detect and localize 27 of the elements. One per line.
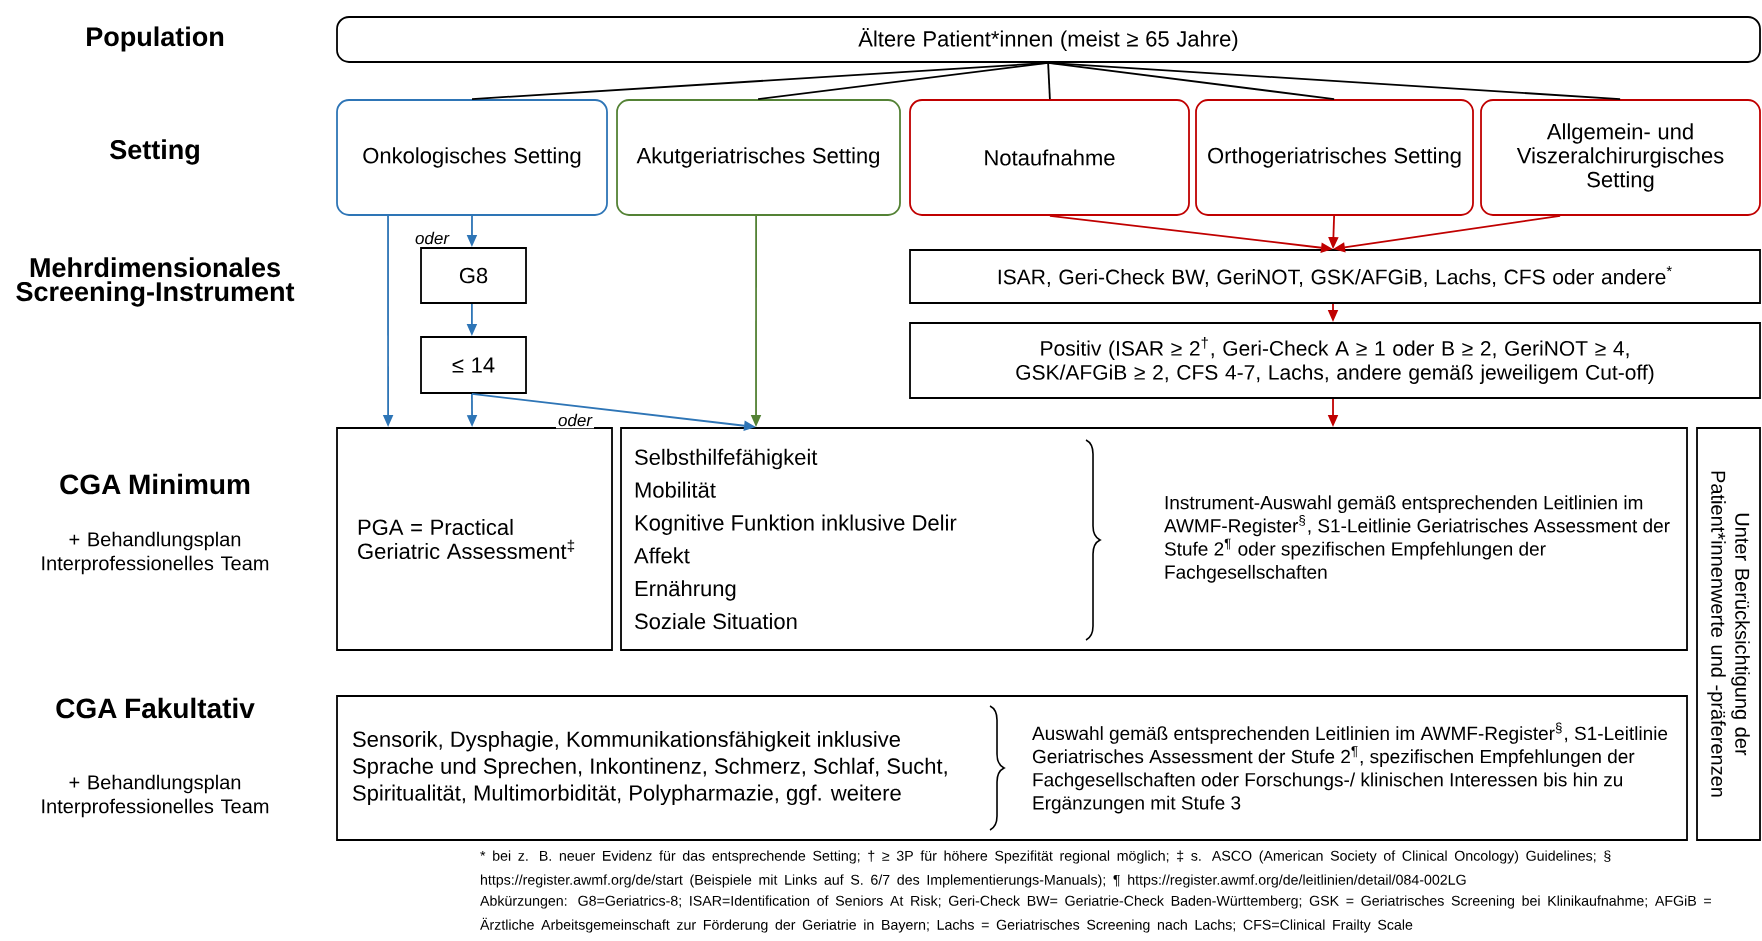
row-heading: Population — [87, 26, 224, 52]
screening-box: G8 — [420, 247, 527, 304]
assessment-box: Selbsthilfefähigkeit Mobilität Kognitive Funktion inklusive Delir Affekt Ernährung Soziale Situation Instrument-Auswahl gemäß entsprechenden Leitlinien im AWMF-Register$^{§}$, S1-Leitlinie Geriatrisches Assessment der Stufe 2$^{¶}$ oder spezifischen Empfehlungen der Fachgesellschaften — [620, 427, 1688, 651]
population-box: Ältere Patient*innen (meist ≥ 65 Jahre) — [336, 16, 1761, 63]
connector-line — [1047, 62, 1621, 100]
connector-line — [757, 62, 1049, 100]
setting-box: Onkologisches Setting — [336, 99, 608, 216]
row-heading: Mehrdimensionales Screening-Instrument — [16, 257, 295, 307]
row-heading: CGA Fakultativ — [56, 697, 255, 719]
row-note: + Behandlungsplan Interprofessionelles Team — [42, 774, 269, 818]
setting-box: Allgemein- und Viszeralchirurgisches Setting — [1480, 99, 1761, 216]
row-heading: CGA Minimum — [60, 473, 250, 495]
footnote: Abkürzungen: G8=Geriatrics-8; ISAR=Identification of Seniors At Risk; Geri-Check BW= Geriatrie-Check Baden-Württemberg; GSK = Geriatrisches Screening bei Klinikaufnahme; AFGiB = Ärztliche Arbeitsgemeinschaft zur Förderung der Geriatrie in Bayern; Lachs = Geriatrisches Screening nach Lachs; CFS=Clinical Frailty Scale — [480, 895, 1711, 933]
setting-box: Notaufnahme — [909, 99, 1190, 216]
side-box: Unter Berücksichtigung der Patient*innenwerte und -präferenzen — [1696, 427, 1761, 841]
assessment-box: PGA = Practical Geriatric Assessment$^{‡}$ — [336, 427, 613, 651]
row-heading: Setting — [110, 139, 199, 165]
edge-label: oder — [415, 231, 450, 245]
setting-box: Orthogeriatrisches Setting — [1195, 99, 1474, 216]
row-note: + Behandlungsplan Interprofessionelles Team — [42, 531, 269, 575]
connector-line — [1047, 62, 1051, 100]
assessment-box: Sensorik, Dysphagie, Kommunikationsfähigkeit inklusive Sprache und Sprechen, Inkontinenz, Schmerz, Schlaf, Sucht, Spiritualität, Multimorbidität, Polypharmazie, ggf. weitere Auswahl gemäß entsprechenden Leitlinien im AWMF-Register$^{§}$, S1-Leitlinie Geriatrisches Assessment der Stufe 2$^{¶}$, spezifischen Empfehlungen der Fachgesellschaften oder Forschungs-/ klinischen Interessen bis hin zu Ergänzungen mit Stufe 3 — [336, 695, 1688, 841]
screening-box: ISAR, Geri-Check BW, GeriNOT, GSK/AFGiB, Lachs, CFS oder andere$^{*}$ — [909, 249, 1761, 304]
threshold-box: ≤ 14 — [420, 336, 527, 394]
edge-label: oder — [558, 413, 593, 427]
setting-box: Akutgeriatrisches Setting — [616, 99, 901, 216]
result-box: Positiv (ISAR ≥ 2$^{†}$, Geri-Check A ≥ 1 oder B ≥ 2, GeriNOT ≥ 4, GSK/AFGiB ≥ 2, CFS 4-7, Lachs, andere gemäß jeweiligem Cut-off) — [909, 322, 1761, 399]
